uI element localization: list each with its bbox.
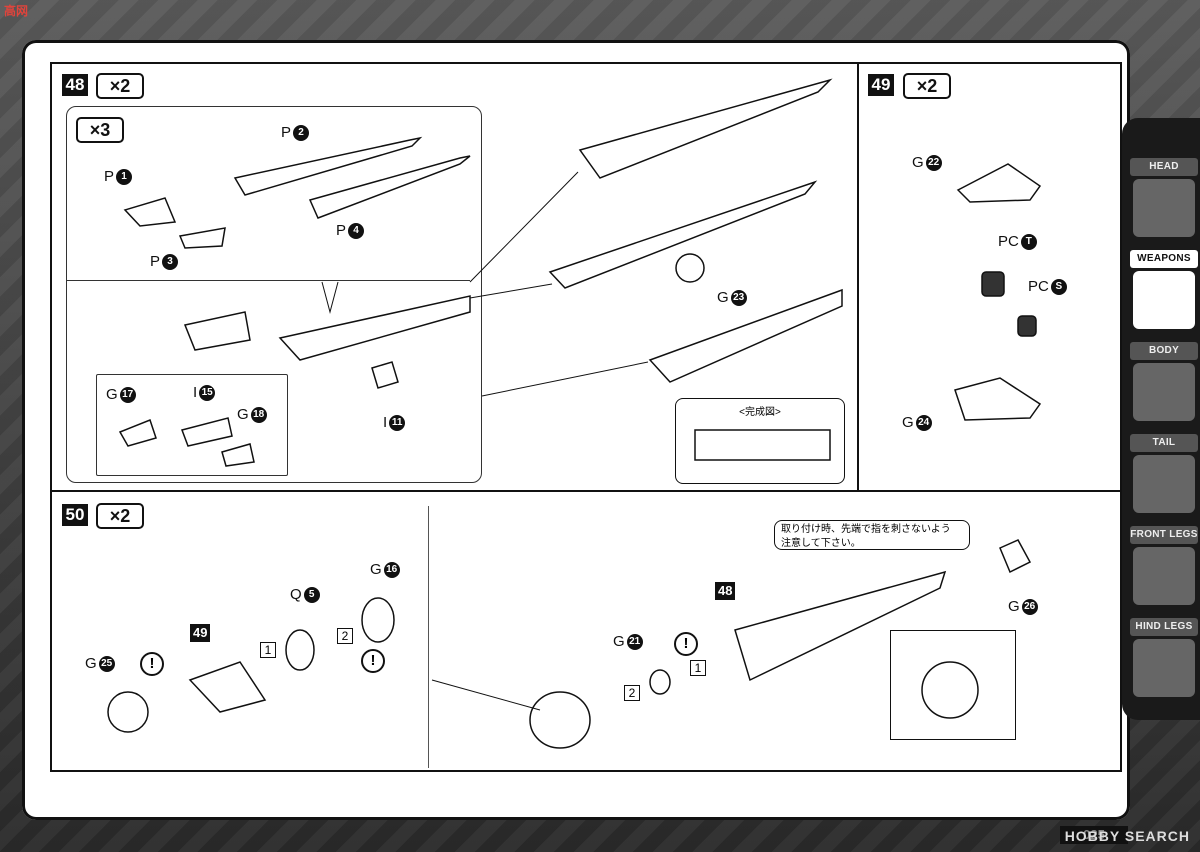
watermark-logo: HOBBY SEARCH xyxy=(1064,828,1190,844)
sidebar-tab-label: WEAPONS xyxy=(1130,250,1198,268)
hind-legs-icon xyxy=(1133,639,1195,697)
sidebar-tab-label: BODY xyxy=(1130,342,1198,360)
assembly-order-2: 2 xyxy=(624,685,640,701)
corner-watermark: 高网 xyxy=(4,4,29,18)
completed-view-illustration xyxy=(694,429,831,461)
part-pcs-illustration xyxy=(1017,315,1037,337)
part-g25-illustration xyxy=(107,691,149,733)
col-divider-top xyxy=(857,62,859,491)
sidebar-tab-front-legs[interactable]: FRONT LEGS xyxy=(1130,526,1200,605)
completed-view-box: <完成図> xyxy=(675,398,845,484)
sidebar-tab-head[interactable]: HEAD xyxy=(1130,158,1200,237)
head-icon xyxy=(1133,179,1195,237)
sidebar-tab-label: TAIL xyxy=(1130,434,1198,452)
blade-bottom-illustration xyxy=(648,288,843,383)
part-pct-illustration xyxy=(981,271,1005,297)
sidebar-tab-label: HIND LEGS xyxy=(1130,618,1198,636)
blade-assembled-illustration xyxy=(278,295,471,361)
part-49-assembly-illustration xyxy=(188,661,267,713)
step-48-multiplier: ×2 xyxy=(96,73,144,99)
tail-icon xyxy=(1133,455,1195,513)
step-48-detail-box xyxy=(96,374,288,476)
caution-mark: ! xyxy=(361,649,385,673)
assembly-order-2: 2 xyxy=(337,628,353,644)
completed-view-label: <完成図> xyxy=(739,407,781,418)
caution-note-line2: 注意して下さい。 xyxy=(781,538,861,549)
sidebar-tab-label: HEAD xyxy=(1130,158,1198,176)
body-icon xyxy=(1133,363,1195,421)
step-50-multiplier: ×2 xyxy=(96,503,144,529)
part-g16-illustration xyxy=(361,597,395,643)
row-divider xyxy=(50,490,1120,492)
blade-top-illustration xyxy=(578,78,833,179)
part-g18-illustration xyxy=(221,443,255,467)
sidebar-tab-label: FRONT LEGS xyxy=(1130,526,1198,544)
step-48-subassembly-box xyxy=(66,106,482,483)
caution-mark: ! xyxy=(140,652,164,676)
part-q5-illustration xyxy=(285,629,315,671)
assembly-order-1: 1 xyxy=(260,642,276,658)
part-g22-illustration xyxy=(956,163,1042,203)
part-i15-illustration xyxy=(181,417,233,447)
instructions-panel xyxy=(50,62,1122,772)
caution-note: 取り付け時、先端で指を刺さないよう 注意して下さい。 xyxy=(774,520,970,550)
front-legs-icon xyxy=(1133,547,1195,605)
part-g23-illustration xyxy=(675,253,705,283)
clip-p3-illustration xyxy=(178,227,226,249)
caution-note-line1: 取り付け時、先端で指を刺さないよう xyxy=(781,524,951,535)
hilt-assembled-illustration xyxy=(183,311,251,351)
weapons-icon xyxy=(1133,271,1195,329)
part-i11-illustration xyxy=(371,361,399,389)
step-49-multiplier: ×2 xyxy=(903,73,951,99)
sidebar-tab-hind-legs[interactable]: HIND LEGS xyxy=(1130,618,1200,697)
step-48-number: 48 xyxy=(62,74,88,96)
part-g17-illustration xyxy=(118,419,157,447)
part-g21-illustration xyxy=(649,669,671,695)
sidebar-tab-weapons[interactable]: WEAPONS xyxy=(1130,250,1200,329)
sidebar-tab-body[interactable]: BODY xyxy=(1130,342,1200,421)
caution-mark: ! xyxy=(674,632,698,656)
blade-middle-illustration xyxy=(548,180,818,289)
ref-step-49: 49 xyxy=(190,624,211,642)
assembly-order-1: 1 xyxy=(690,660,706,676)
tip-detail-illustration xyxy=(921,661,979,719)
ref-step-48: 48 xyxy=(715,582,736,600)
blade-p4-illustration xyxy=(308,155,471,219)
step-49-number: 49 xyxy=(868,74,894,96)
tip-detail-box xyxy=(890,630,1016,740)
step-48-inner-divider xyxy=(66,280,470,281)
part-g24-illustration xyxy=(954,377,1042,421)
sword-assembly-illustration xyxy=(734,570,947,682)
sidebar-tab-tail[interactable]: TAIL xyxy=(1130,434,1200,513)
hilt-p1-illustration xyxy=(123,197,177,227)
part-g26-illustration xyxy=(999,539,1032,574)
page-number: 025 xyxy=(1060,826,1128,844)
grip-assembly-illustration xyxy=(529,691,591,749)
step-48-sub-multiplier: ×3 xyxy=(76,117,124,143)
col-divider-bottom xyxy=(428,506,429,768)
step-50-number: 50 xyxy=(62,504,88,526)
blade-p2-illustration xyxy=(233,136,423,196)
